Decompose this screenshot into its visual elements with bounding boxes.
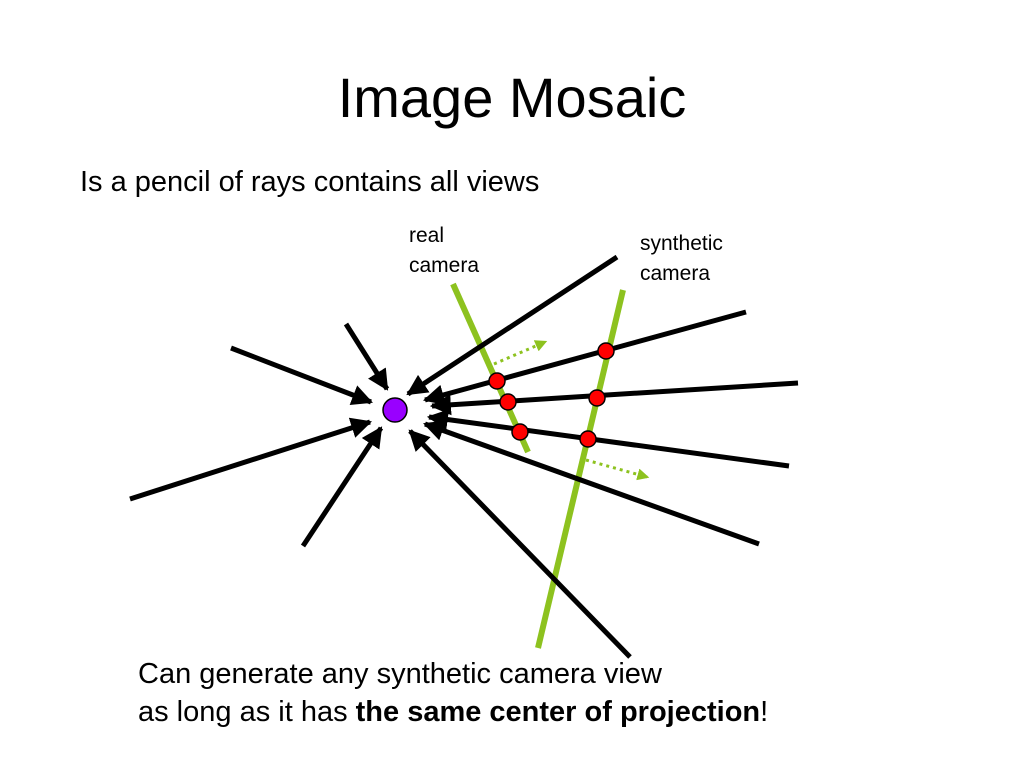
ray bbox=[408, 429, 632, 659]
intersection-point bbox=[588, 389, 606, 407]
caption-emphasis: the same center of projection bbox=[355, 696, 761, 728]
ray bbox=[129, 417, 372, 502]
ray bbox=[422, 309, 747, 406]
caption-line1: Can generate any synthetic camera view bbox=[138, 658, 662, 690]
slide-title: Image Mosaic bbox=[337, 66, 687, 129]
dotted-motion-arrow bbox=[493, 340, 548, 366]
synthetic-camera-label: synthetic camera bbox=[640, 229, 723, 289]
ray bbox=[429, 380, 799, 416]
ray bbox=[406, 254, 619, 397]
ray bbox=[300, 426, 384, 548]
intersection-point bbox=[488, 372, 506, 390]
center-of-projection bbox=[382, 397, 408, 423]
real-camera-label: real camera bbox=[409, 221, 479, 281]
real-camera-plane bbox=[450, 282, 531, 454]
intersection-point bbox=[511, 423, 529, 441]
intersection-point bbox=[597, 342, 615, 360]
ray bbox=[426, 409, 790, 469]
caption-line2-prefix: as long as it has bbox=[138, 696, 356, 728]
ray bbox=[230, 345, 373, 405]
real-camera-label-line1: real bbox=[409, 224, 445, 247]
caption: Can generate any synthetic camera view a… bbox=[138, 655, 768, 731]
caption-line2: as long as it has the same center of pro… bbox=[138, 693, 768, 731]
caption-line2-suffix: ! bbox=[760, 696, 769, 728]
ray bbox=[343, 322, 390, 391]
intersection-point bbox=[499, 393, 517, 411]
synthetic-camera-label-line2: camera bbox=[640, 262, 711, 285]
slide-subtitle: Is a pencil of rays contains all views bbox=[80, 166, 540, 198]
intersection-point bbox=[579, 430, 597, 448]
ray bbox=[423, 420, 760, 547]
synthetic-camera-label-line1: synthetic bbox=[640, 232, 723, 255]
dotted-motion-arrow bbox=[585, 458, 650, 481]
real-camera-label-line2: camera bbox=[409, 254, 480, 277]
